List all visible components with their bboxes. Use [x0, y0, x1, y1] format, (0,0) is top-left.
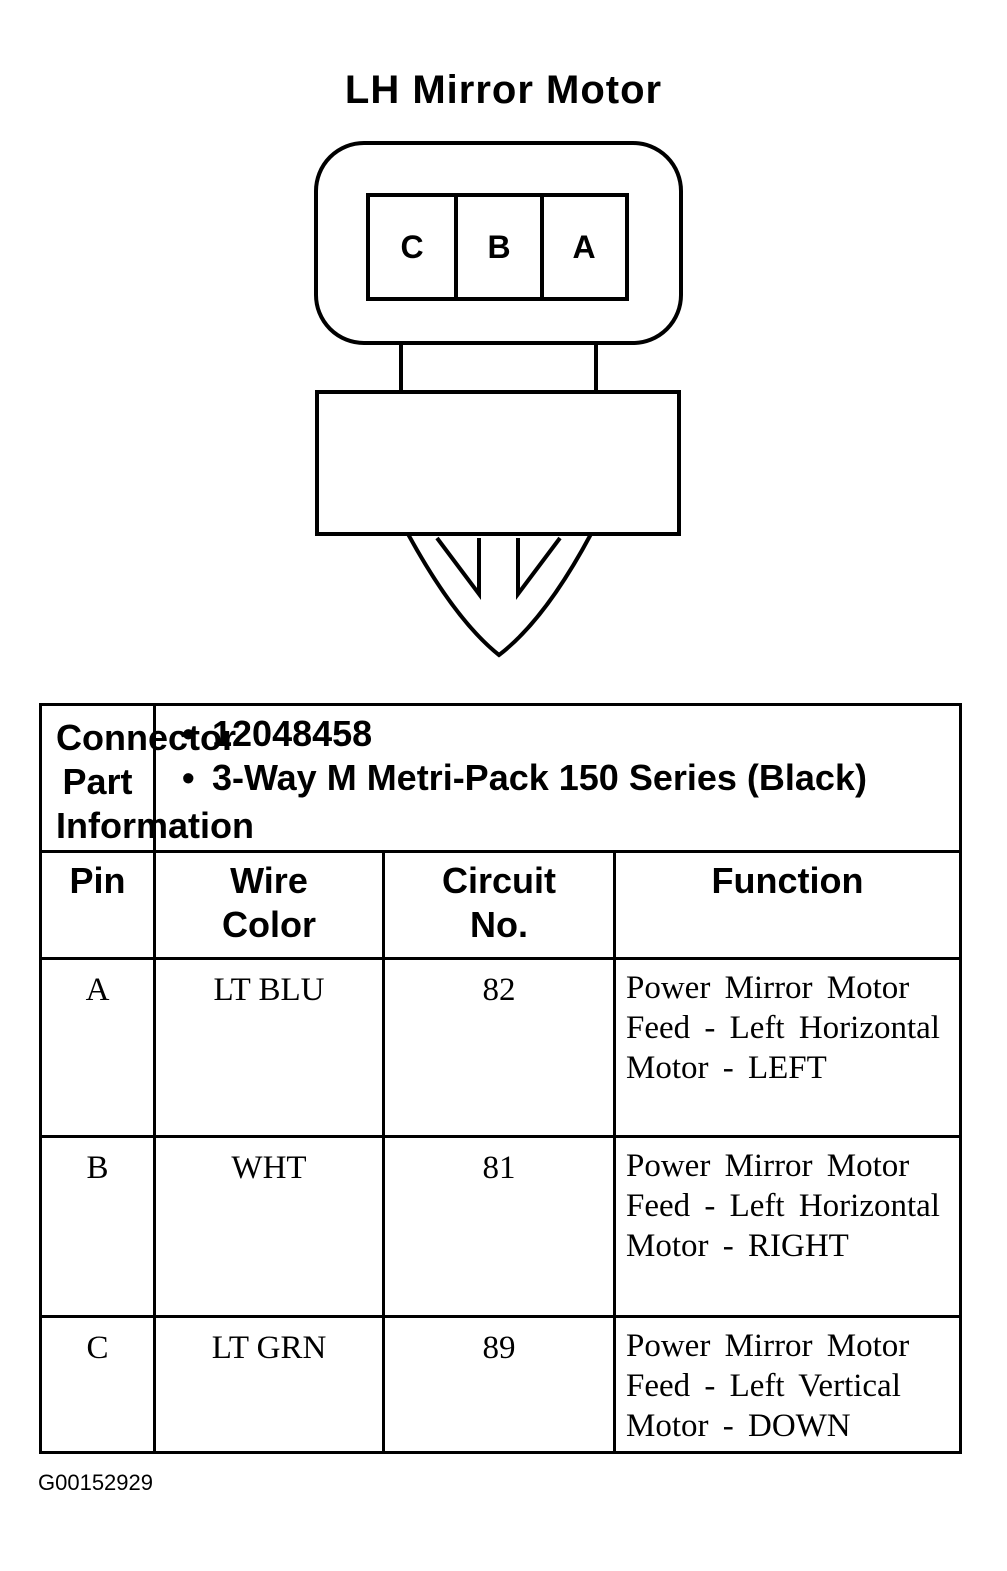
pin-cell: C	[39, 1315, 156, 1454]
wire-harness	[406, 533, 593, 658]
circuit-cell: 89	[382, 1315, 616, 1454]
connector-housing	[314, 141, 683, 345]
diagram-title: LH Mirror Motor	[344, 68, 663, 112]
part-info-row: Connector Part Information 12048458 3-Wa…	[39, 703, 963, 853]
info-label-cell: Connector Part Information	[39, 703, 254, 853]
header-pin: Pin	[39, 850, 156, 960]
header-function: Function	[612, 850, 963, 960]
table-row: A LT BLU 82 Power Mirror Motor Feed - Le…	[39, 957, 963, 1138]
circuit-cell: 81	[382, 1135, 616, 1318]
function-cell: Power Mirror Motor Feed - Left Vertical …	[612, 1315, 963, 1454]
connector-body	[315, 390, 681, 536]
part-info-list: 12048458 3-Way M Metri-Pack 150 Series (…	[156, 706, 959, 800]
circuit-cell: 82	[382, 957, 616, 1138]
function-cell: Power Mirror Motor Feed - Left Horizonta…	[612, 1135, 963, 1318]
wire-color-cell: LT BLU	[153, 957, 385, 1138]
cavity-label: A	[572, 229, 595, 265]
pin-table: Connector Part Information 12048458 3-Wa…	[39, 703, 963, 1454]
wire-color-cell: WHT	[153, 1135, 385, 1318]
pin-cell: B	[39, 1135, 156, 1318]
header-circuit: Circuit No.	[382, 850, 616, 960]
pin-cell: A	[39, 957, 156, 1138]
part-number: 12048458	[182, 712, 959, 756]
connector-drawing: C B A	[314, 141, 683, 658]
column-header-row: Pin Wire Color Circuit No. Function	[39, 850, 963, 960]
figure-id: G00152929	[38, 1470, 153, 1495]
table-row: B WHT 81 Power Mirror Motor Feed - Left …	[39, 1135, 963, 1318]
info-label: Connector Part Information	[56, 717, 254, 846]
table-row: C LT GRN 89 Power Mirror Motor Feed - Le…	[39, 1315, 963, 1454]
cavity-label: B	[487, 229, 510, 265]
connector-series: 3-Way M Metri-Pack 150 Series (Black)	[182, 756, 959, 800]
function-cell: Power Mirror Motor Feed - Left Horizonta…	[612, 957, 963, 1138]
cavity-block	[366, 193, 629, 301]
wire-color-cell: LT GRN	[153, 1315, 385, 1454]
cavity-label: C	[400, 229, 423, 265]
header-wire-color: Wire Color	[153, 850, 385, 960]
part-info-cell: 12048458 3-Way M Metri-Pack 150 Series (…	[152, 703, 963, 853]
